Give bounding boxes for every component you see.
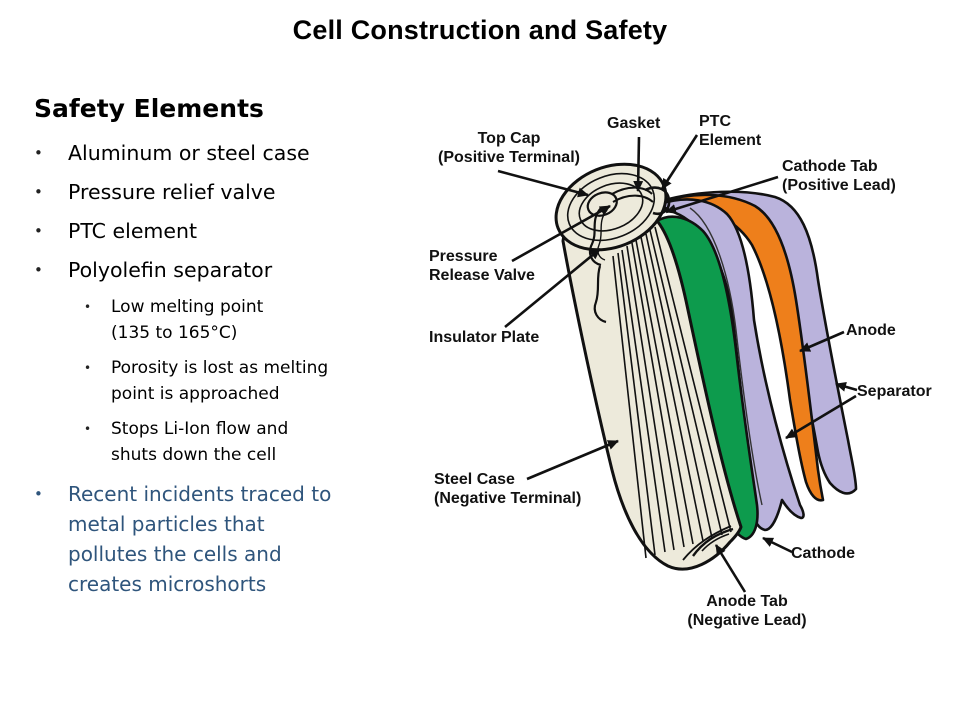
bullet-dot: • bbox=[34, 485, 43, 503]
bullet-dot: • bbox=[34, 144, 43, 162]
slide-title: Cell Construction and Safety bbox=[292, 15, 668, 45]
sub-bullet-item: • Porosity is lost as melting point is a… bbox=[34, 355, 436, 407]
anode-arrow bbox=[799, 330, 845, 353]
cathode-arrow bbox=[762, 536, 793, 554]
ptc-arrow bbox=[660, 134, 699, 190]
jelly-roll-stripes bbox=[612, 226, 732, 559]
callout-arrows bbox=[497, 134, 858, 593]
cathode-tab-arrow bbox=[665, 175, 779, 214]
gasket-arrow bbox=[633, 136, 644, 192]
bullet-item: • PTC element bbox=[34, 219, 436, 243]
bullet-text: Aluminum or steel case bbox=[68, 141, 310, 165]
label-steel-case: Steel Case (Negative Terminal) bbox=[434, 471, 582, 507]
anode-sheet bbox=[659, 193, 825, 502]
sub-bullet-item: • Low melting point (135 to 165°C) bbox=[34, 294, 436, 346]
section-heading: Safety Elements bbox=[34, 94, 264, 123]
highlight-bullet-item: • Recent incidents traced to metal parti… bbox=[34, 479, 436, 599]
anode-tab-arrow bbox=[714, 544, 747, 593]
label-ptc-element: PTC Element bbox=[699, 113, 762, 149]
insulator-plate-arrow bbox=[504, 247, 601, 329]
label-pressure-release-valve: Pressure Release Valve bbox=[429, 248, 535, 284]
bullet-dot: • bbox=[34, 222, 43, 240]
bullet-dot: • bbox=[34, 261, 43, 279]
pressure-valve-arrow bbox=[511, 204, 611, 263]
sub-bullet-list: • Low melting point (135 to 165°C) • Por… bbox=[34, 294, 436, 468]
bullet-dot: • bbox=[84, 300, 92, 314]
sub-bullet-text: Stops Li-Ion flow and shuts down the cel… bbox=[111, 419, 289, 465]
separator-arrow-lower bbox=[785, 394, 857, 440]
sub-bullet-text: Low melting point (135 to 165°C) bbox=[111, 297, 264, 343]
bullet-item: • Pressure relief valve bbox=[34, 180, 436, 204]
label-anode: Anode bbox=[846, 322, 896, 339]
top-cap-arrow bbox=[497, 169, 589, 198]
label-separator: Separator bbox=[857, 383, 932, 400]
label-top-cap: Top Cap (Positive Terminal) bbox=[438, 130, 580, 166]
separator-arrow-upper bbox=[835, 381, 858, 392]
bullet-text: Pressure relief valve bbox=[68, 180, 276, 204]
separator-fold-line bbox=[689, 207, 763, 506]
bullet-item: • Aluminum or steel case bbox=[34, 141, 436, 165]
label-insulator-plate: Insulator Plate bbox=[429, 329, 540, 346]
bullet-dot: • bbox=[34, 183, 43, 201]
anode-tab-pocket bbox=[682, 525, 734, 561]
steel-case-arrow bbox=[526, 439, 619, 481]
highlight-bullet-text: Recent incidents traced to metal particl… bbox=[68, 482, 332, 596]
label-anode-tab: Anode Tab (Negative Lead) bbox=[687, 593, 807, 629]
sub-bullet-text: Porosity is lost as melting point is app… bbox=[111, 358, 329, 404]
label-cathode-tab: Cathode Tab (Positive Lead) bbox=[782, 158, 896, 194]
crimp-gasket-detail bbox=[588, 186, 671, 324]
label-gasket: Gasket bbox=[607, 115, 661, 132]
bullet-dot: • bbox=[84, 422, 92, 436]
safety-elements-panel: Safety Elements • Aluminum or steel case… bbox=[34, 92, 436, 599]
sub-bullet-item: • Stops Li-Ion flow and shuts down the c… bbox=[34, 416, 436, 468]
bullet-item: • Polyolefin separator bbox=[34, 258, 436, 282]
bullet-text: Polyolefin separator bbox=[68, 258, 273, 282]
bullet-text: PTC element bbox=[68, 219, 198, 243]
label-cathode: Cathode bbox=[791, 545, 855, 562]
bullet-dot: • bbox=[84, 361, 92, 375]
